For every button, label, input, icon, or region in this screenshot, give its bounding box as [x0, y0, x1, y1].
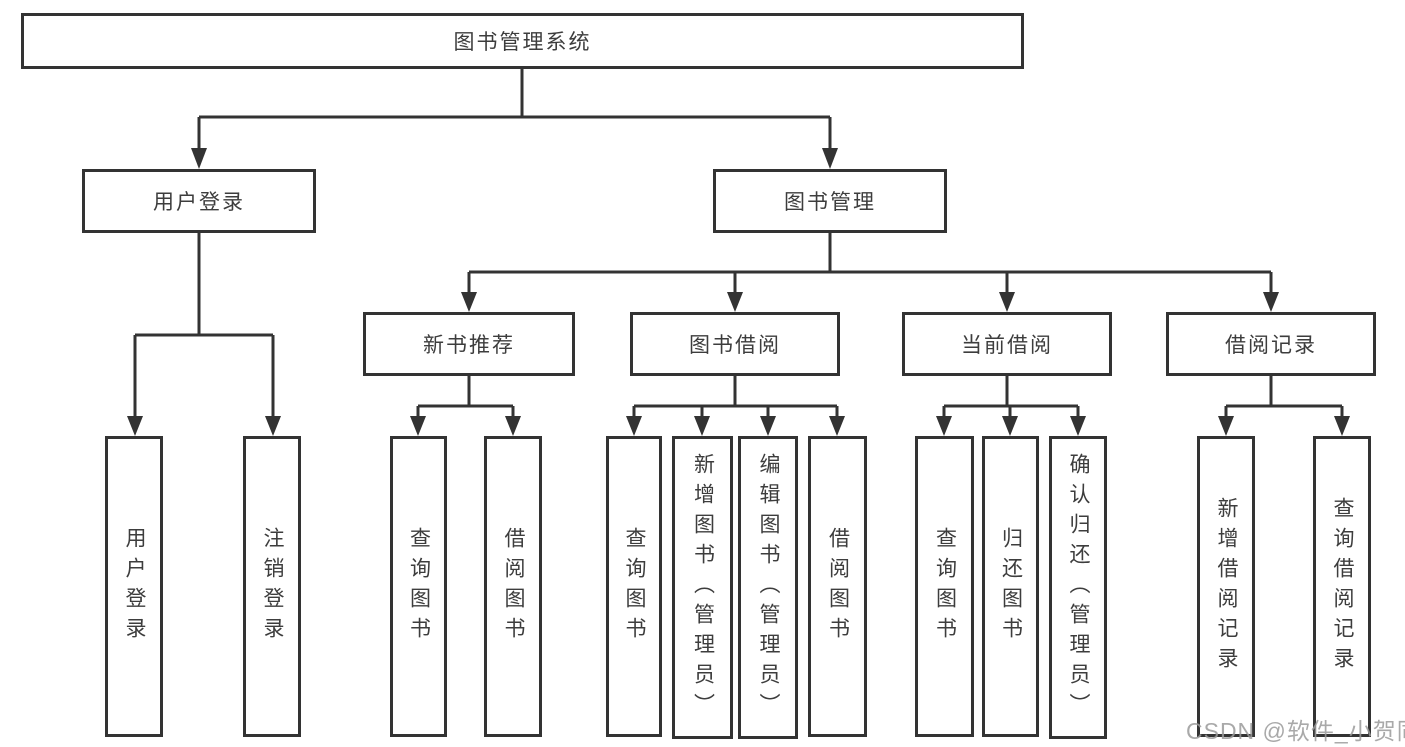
arrow-down-icon: [461, 292, 477, 312]
node-label: 用户登录: [153, 191, 245, 214]
node-label: 新增图书（管理员）: [691, 452, 715, 723]
node-label: 当前借阅: [961, 334, 1053, 357]
arrow-down-icon: [1002, 416, 1018, 436]
node-label: 查询借阅记录: [1331, 496, 1354, 677]
arrow-down-icon: [265, 416, 281, 436]
arrow-down-icon: [1334, 416, 1350, 436]
node-label: 图书借阅: [689, 334, 781, 357]
leaf-edit-books-admin: 编辑图书（管理员）: [738, 436, 798, 739]
arrow-down-icon: [626, 416, 642, 436]
node-label: 借阅记录: [1225, 334, 1317, 357]
connector-book-borrow: [632, 376, 839, 420]
node-new-book-recommend: 新书推荐: [363, 312, 575, 376]
connector-current-borrow: [942, 376, 1080, 420]
connector-borrow-records: [1224, 376, 1344, 420]
arrow-down-icon: [936, 416, 952, 436]
node-label: 查询图书: [407, 526, 431, 647]
connector-user-login: [133, 233, 275, 420]
node-borrowing-records: 借阅记录: [1166, 312, 1376, 376]
leaf-logout: 注销登录: [243, 436, 301, 737]
node-label: 用户登录: [123, 526, 146, 647]
leaf-confirm-return-admin: 确认归还（管理员）: [1049, 436, 1107, 739]
node-book-management: 图书管理: [713, 169, 947, 233]
leaf-add-books-admin: 新增图书（管理员）: [672, 436, 733, 739]
arrow-down-icon: [822, 148, 838, 169]
node-label: 图书管理: [784, 191, 876, 214]
leaf-return-books: 归还图书: [982, 436, 1039, 737]
node-label: 确认归还（管理员）: [1067, 452, 1090, 723]
connector-root: [197, 69, 832, 152]
node-label: 借阅图书: [502, 526, 525, 647]
arrow-down-icon: [727, 292, 743, 312]
node-label: 新增借阅记录: [1215, 496, 1238, 677]
arrow-down-icon: [1070, 416, 1086, 436]
arrow-down-icon: [999, 292, 1015, 312]
leaf-recommend-query-books: 查询图书: [390, 436, 447, 737]
arrow-down-icon: [1263, 292, 1279, 312]
connector-book-mgmt: [467, 233, 1273, 295]
arrow-down-icon: [410, 416, 426, 436]
node-label: 查询图书: [933, 526, 957, 647]
node-label: 查询图书: [623, 526, 646, 647]
arrow-down-icon: [505, 416, 521, 436]
node-label: 新书推荐: [423, 334, 515, 357]
arrow-down-icon: [1218, 416, 1234, 436]
node-label: 注销登录: [261, 526, 284, 647]
node-label: 借阅图书: [826, 526, 850, 647]
leaf-current-query-books: 查询图书: [915, 436, 974, 737]
leaf-borrowing-query-books: 查询图书: [606, 436, 662, 737]
leaf-query-borrow-record: 查询借阅记录: [1313, 436, 1371, 737]
arrow-down-icon: [191, 148, 207, 169]
leaf-borrowing-borrow-books: 借阅图书: [808, 436, 867, 737]
node-label: 归还图书: [999, 526, 1023, 647]
leaf-user-login: 用户登录: [105, 436, 163, 737]
csdn-watermark: CSDN @软件_小贺同学: [1186, 718, 1405, 744]
node-user-login: 用户登录: [82, 169, 316, 233]
arrowheads: [127, 148, 1350, 436]
node-label: 图书管理系统: [453, 31, 592, 54]
arrow-down-icon: [760, 416, 776, 436]
leaf-recommend-borrow-books: 借阅图书: [484, 436, 542, 737]
leaf-add-borrow-record: 新增借阅记录: [1197, 436, 1255, 737]
arrow-down-icon: [127, 416, 143, 436]
node-label: 编辑图书（管理员）: [757, 452, 780, 723]
node-book-borrowing: 图书借阅: [630, 312, 840, 376]
node-current-borrowing: 当前借阅: [902, 312, 1112, 376]
node-library-system-root: 图书管理系统: [21, 13, 1024, 69]
arrow-down-icon: [694, 416, 710, 436]
arrow-down-icon: [829, 416, 845, 436]
connector-new-book-rec: [416, 376, 515, 420]
